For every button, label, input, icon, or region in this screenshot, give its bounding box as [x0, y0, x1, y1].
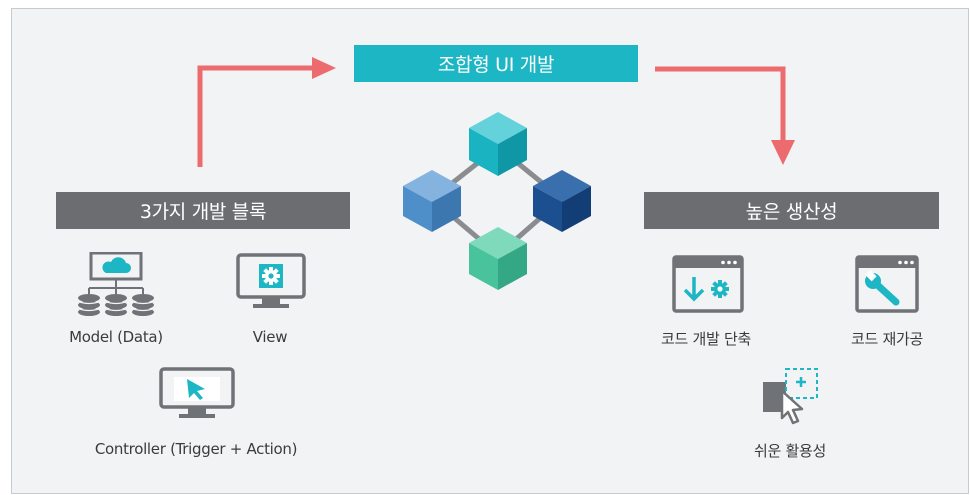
label-code-shortening: 코드 개발 단축 — [661, 330, 751, 348]
monitor-cursor-icon — [159, 367, 235, 418]
database-network-icon — [77, 252, 155, 316]
label-controller: Controller (Trigger + Action) — [94, 440, 298, 458]
cube-green — [469, 227, 527, 290]
cube-light-blue — [403, 170, 461, 232]
window-wrench-icon — [855, 255, 919, 313]
label-code-reprocessing: 코드 재가공 — [851, 330, 923, 348]
cube-network — [403, 112, 591, 290]
label-easy-use: 쉬운 활용성 — [754, 442, 826, 460]
banner-composable-ui: 조합형 UI 개발 — [354, 45, 638, 82]
cube-teal — [469, 112, 527, 176]
label-view: View — [252, 328, 288, 346]
flow-arrow-right — [655, 66, 795, 165]
flow-arrow-left — [197, 57, 336, 167]
banner-productivity: 높은 생산성 — [644, 192, 939, 229]
monitor-gear-icon — [236, 253, 306, 308]
cube-dark-blue — [533, 170, 591, 232]
label-model: Model (Data) — [69, 328, 163, 346]
banner-three-blocks: 3가지 개발 블록 — [56, 192, 350, 229]
add-cursor-icon — [763, 368, 818, 425]
window-download-gear-icon — [672, 255, 744, 313]
